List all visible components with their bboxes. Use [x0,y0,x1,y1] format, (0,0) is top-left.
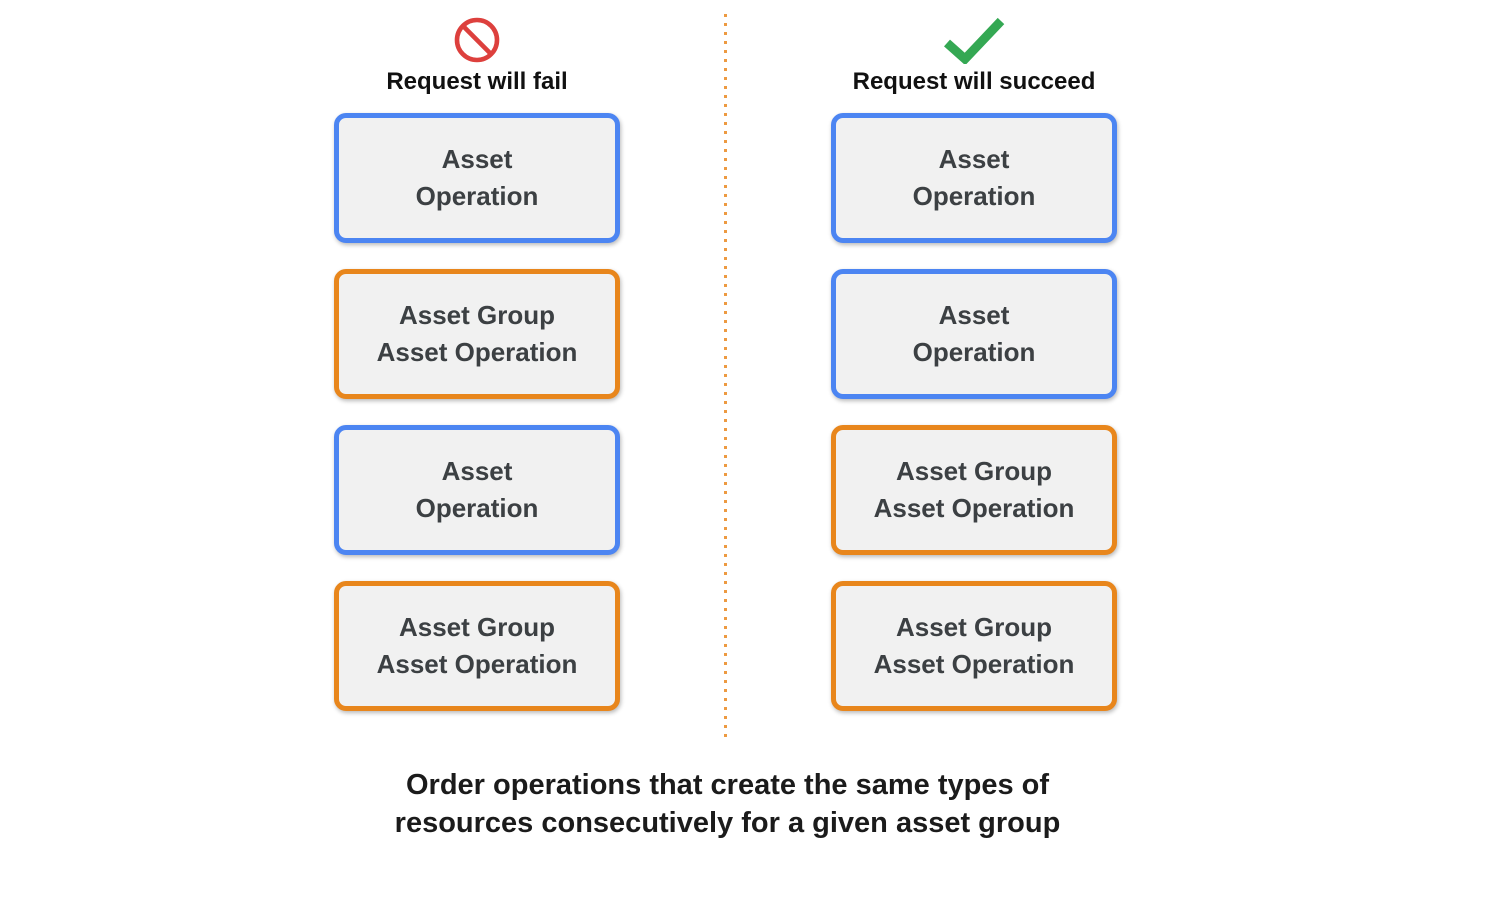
prohibited-icon [454,16,500,64]
column-divider [724,14,727,740]
box-asset-operation: Asset Operation [334,113,620,243]
box-asset-group-asset-operation: Asset Group Asset Operation [831,425,1117,555]
check-icon [942,16,1006,64]
fail-heading: Request will fail [386,68,568,95]
box-asset-group-asset-operation: Asset Group Asset Operation [334,581,620,711]
succeed-column: Request will succeed Asset Operation Ass… [829,16,1119,711]
succeed-heading: Request will succeed [852,68,1096,95]
box-asset-operation: Asset Operation [831,113,1117,243]
box-asset-operation: Asset Operation [831,269,1117,399]
fail-column: Request will fail Asset Operation Asset … [332,16,622,711]
fail-box-list: Asset Operation Asset Group Asset Operat… [334,113,620,711]
box-asset-group-asset-operation: Asset Group Asset Operation [831,581,1117,711]
box-asset-operation: Asset Operation [334,425,620,555]
caption: Order operations that create the same ty… [394,769,1061,839]
succeed-box-list: Asset Operation Asset Operation Asset Gr… [831,113,1117,711]
box-asset-group-asset-operation: Asset Group Asset Operation [334,269,620,399]
